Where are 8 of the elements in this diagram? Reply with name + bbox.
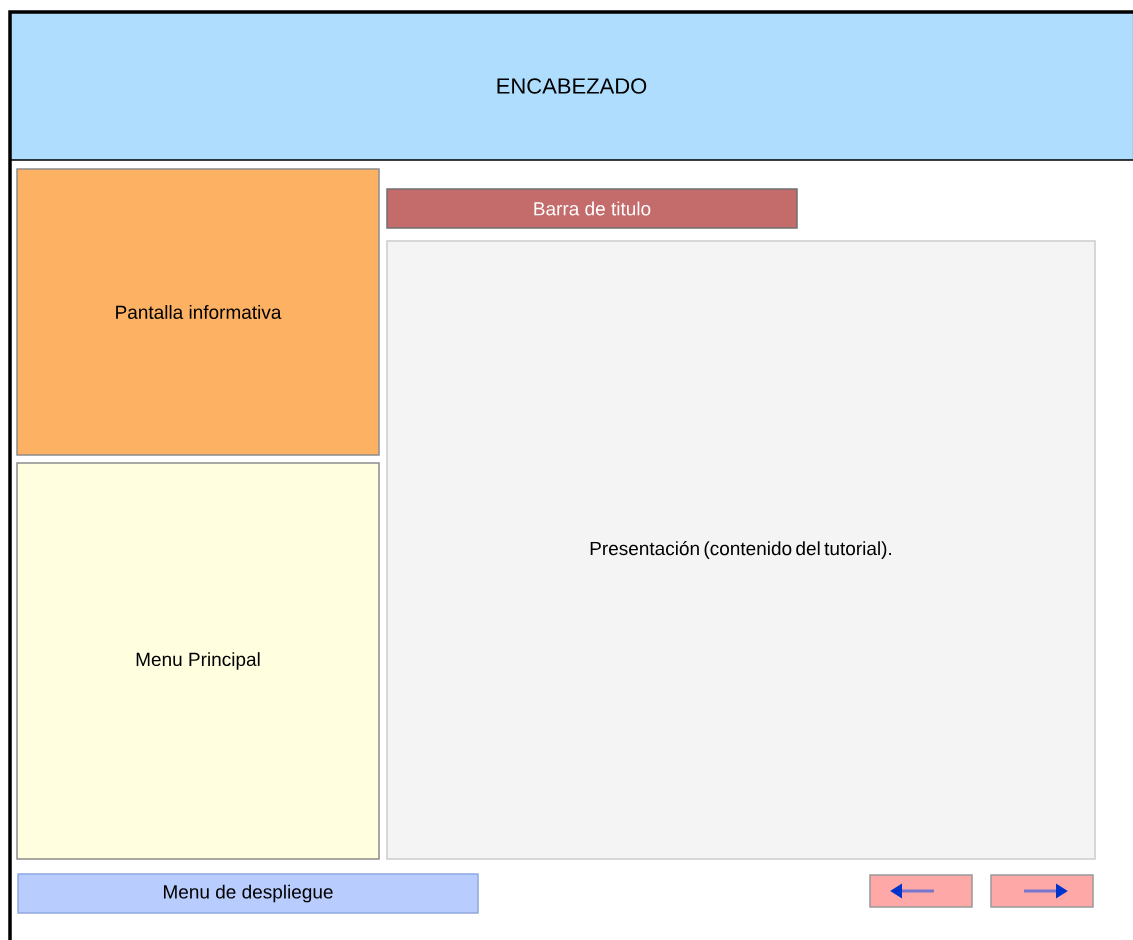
menu-panel: Menu Principal bbox=[16, 462, 380, 860]
next-button bbox=[990, 874, 1094, 908]
header-bar: ENCABEZADO bbox=[9, 11, 1133, 161]
dropdown-menu-bar: Menu de despliegue bbox=[17, 873, 479, 914]
back-button bbox=[869, 874, 973, 908]
info-panel: Pantalla informativa bbox=[16, 168, 380, 456]
title-bar: Barra de titulo bbox=[386, 188, 798, 229]
content-area: Presentación (contenido del tutorial). bbox=[386, 240, 1096, 860]
